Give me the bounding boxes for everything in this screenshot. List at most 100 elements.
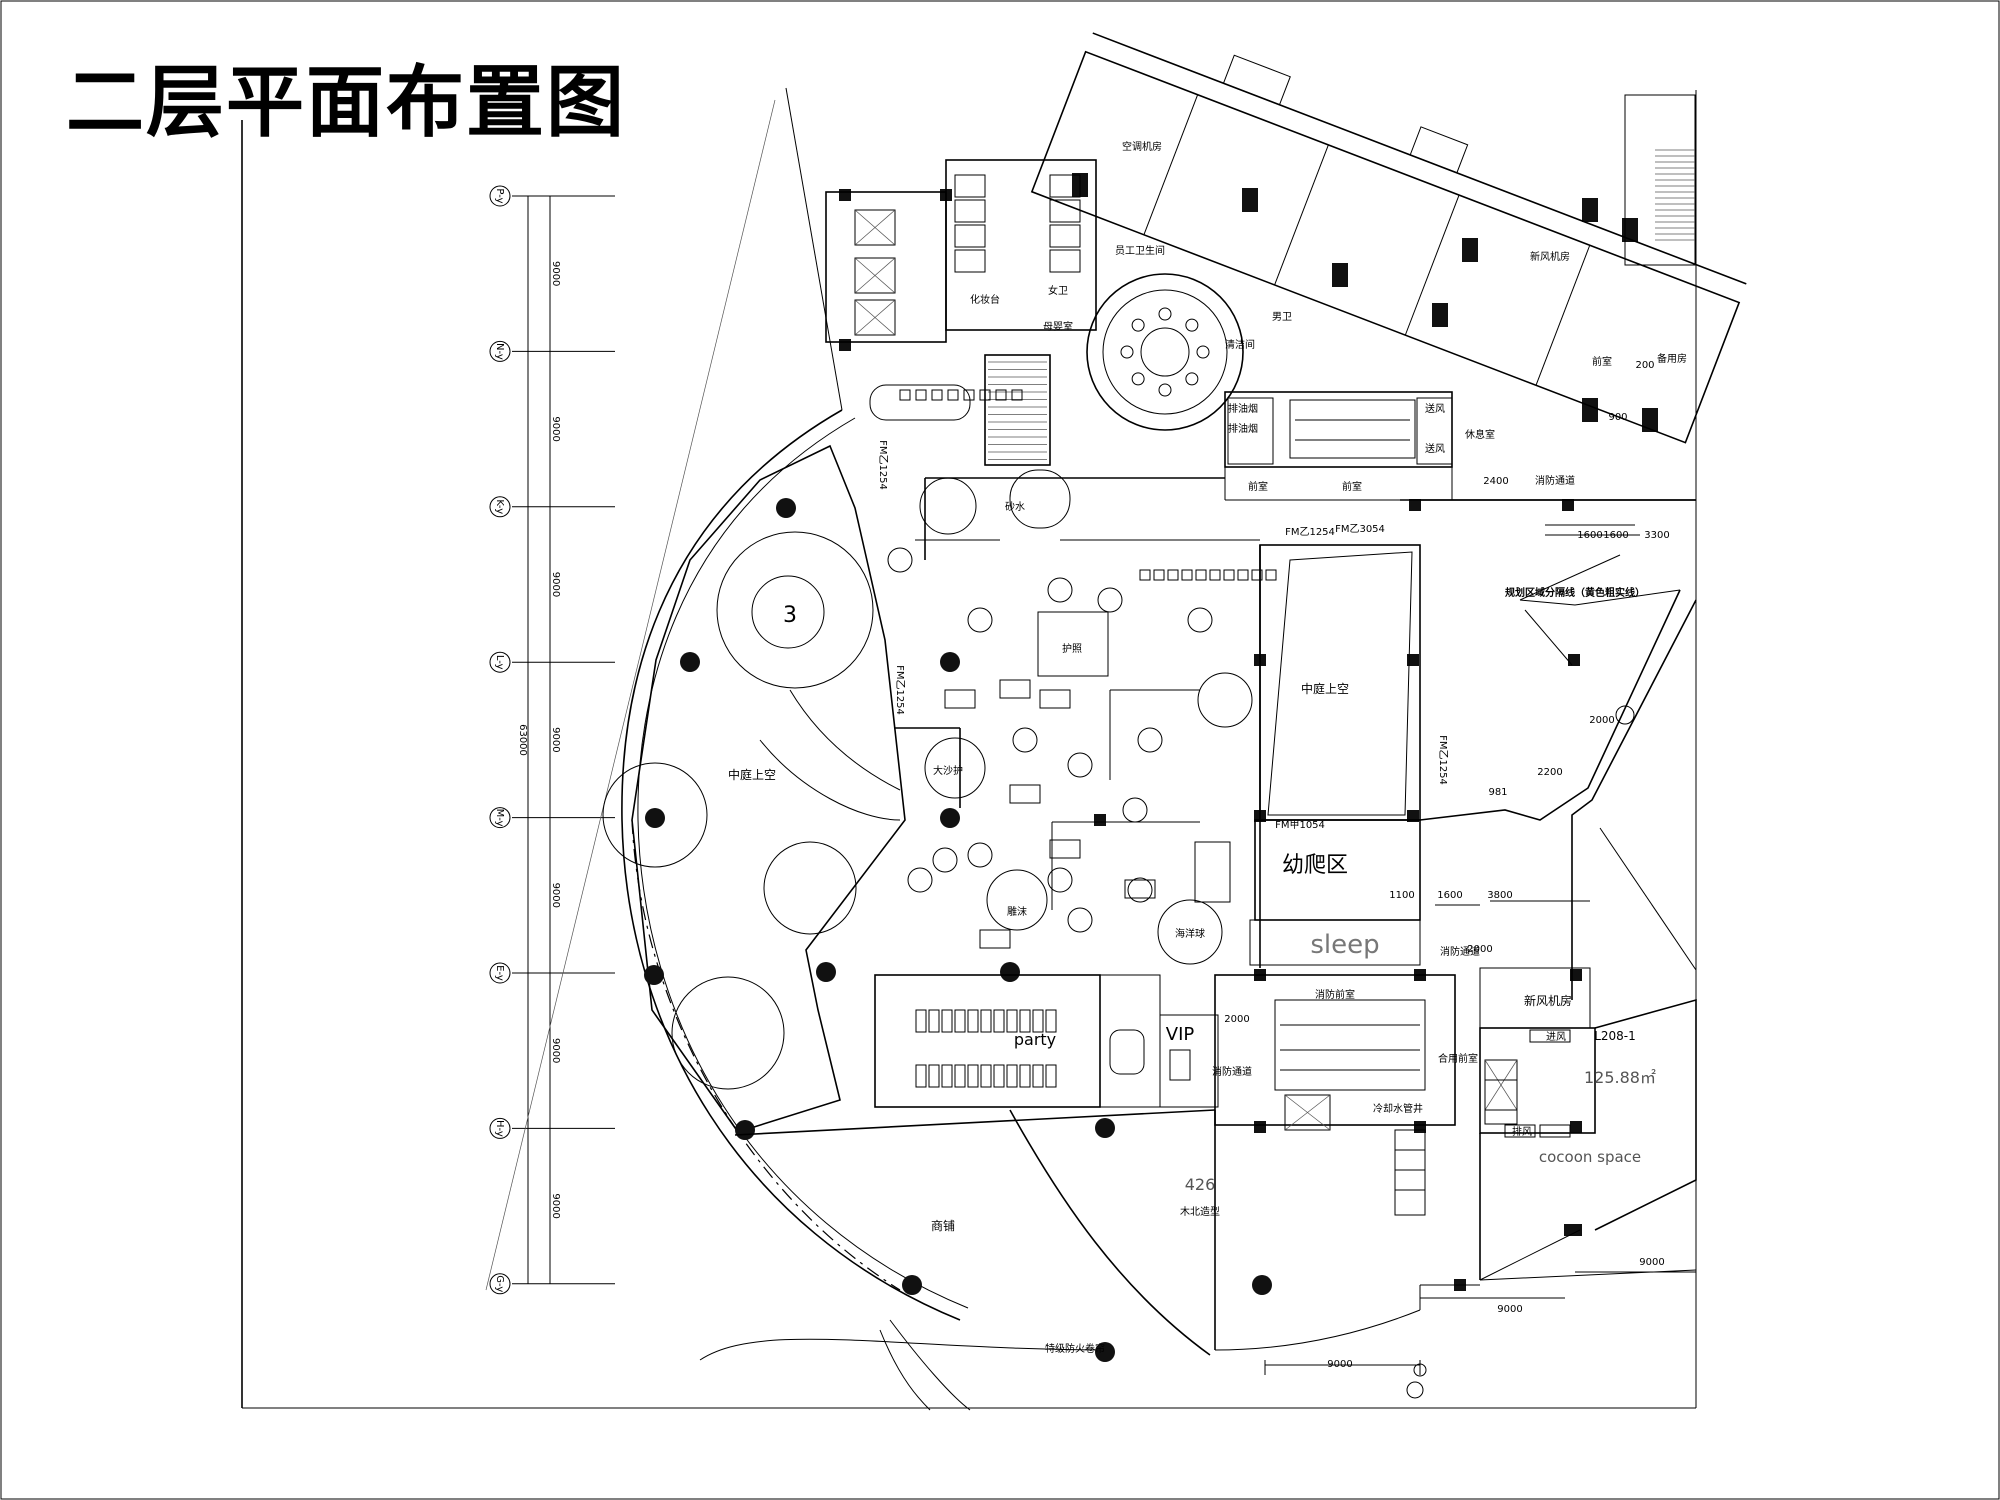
grid-spacing-4: 9000 <box>550 727 561 752</box>
label-fire-front: 消防前室 <box>1315 988 1355 1001</box>
grid-axis-2: N-y <box>489 340 511 362</box>
label-fire-curtain: 特级防火卷帘 <box>1045 1342 1105 1355</box>
round-column <box>1000 962 1020 982</box>
dim-9000-a: 9000 <box>1327 1359 1352 1370</box>
square-column <box>1582 198 1598 222</box>
dim-2200: 2200 <box>1537 767 1562 778</box>
grid-spacing-7: 9000 <box>550 1193 561 1218</box>
right-lower-rooms <box>1479 967 1697 1281</box>
label-fire-passage-lower: 消防通道 <box>1212 1065 1252 1078</box>
round-column <box>816 962 836 982</box>
svg-text:G-y: G-y <box>494 1275 505 1292</box>
grid-axis-6: E-y <box>489 962 511 984</box>
label-shop: 商铺 <box>931 1218 955 1233</box>
svg-text:E-y: E-y <box>494 965 505 981</box>
square-column <box>1622 218 1638 242</box>
round-column <box>776 498 796 518</box>
grid-spacing-3: 9000 <box>550 572 561 597</box>
square-column <box>1432 303 1448 327</box>
square-column <box>1332 263 1348 287</box>
square-column <box>1407 810 1419 822</box>
round-column <box>1095 1118 1115 1138</box>
dim-1600-c: 1600 <box>1437 890 1462 901</box>
dim-3300: 3300 <box>1644 530 1669 541</box>
label-sleep: sleep <box>1310 930 1379 960</box>
label-cooling-shaft: 冷却水管井 <box>1373 1102 1423 1115</box>
square-column <box>1094 814 1106 826</box>
door-tags: FM乙1254FM乙1254FM乙1254FM乙1254FM甲1054FM乙30… <box>877 440 1449 831</box>
svg-text:K-y: K-y <box>494 499 505 514</box>
door-tag: FM乙3054 <box>1335 523 1385 535</box>
square-column <box>839 189 851 201</box>
label-room-code: L208-1 <box>1594 1029 1636 1043</box>
room-labels: 3 中庭上空 中庭上空 幼爬区 sleep VIP party 商铺 426 木… <box>728 140 1687 1355</box>
dim-2000-a: 2000 <box>1589 715 1614 726</box>
page-title: 二层平面布置图 <box>66 57 627 148</box>
label-shared-front: 合用前室 <box>1438 1052 1478 1065</box>
door-tag: FM乙1254 <box>1285 526 1335 538</box>
label-fresh-air-right: 新风机房 <box>1530 250 1570 263</box>
square-column <box>1562 499 1574 511</box>
round-column <box>940 808 960 828</box>
square-column <box>1254 1121 1266 1133</box>
label-bathroom: 雕沫 <box>1007 905 1027 918</box>
square-column <box>839 339 851 351</box>
label-air-out: 排风 <box>1512 1125 1532 1138</box>
label-atrium-left: 中庭上空 <box>728 767 776 782</box>
dim-900: 900 <box>1608 412 1627 423</box>
label-fire-passage: 消防通道 <box>1440 945 1480 958</box>
dim-1600-b: 1600 <box>1603 530 1628 541</box>
round-column <box>644 965 664 985</box>
dim-2400: 2400 <box>1483 476 1508 487</box>
structural-columns <box>644 173 1658 1362</box>
label-mother-baby: 母婴室 <box>1043 320 1073 333</box>
label-atrium-center: 中庭上空 <box>1301 681 1349 696</box>
label-room-area: 125.88㎡ <box>1584 1068 1656 1087</box>
label-front-room-b: 前室 <box>1342 480 1362 493</box>
square-column <box>1570 969 1582 981</box>
dim-200: 200 <box>1635 360 1654 371</box>
label-toddler-area: 幼爬区 <box>1282 853 1348 878</box>
label-boundary-note: 规划区域分隔线（黄色粗实线） <box>1505 586 1645 599</box>
circular-lobby <box>1086 273 1244 431</box>
door-tag: FM甲1054 <box>1275 820 1325 831</box>
label-staff-wc: 员工卫生间 <box>1115 244 1165 257</box>
grid-axis-1: P-y <box>489 185 511 207</box>
atrium-void-left <box>631 444 906 1133</box>
square-column <box>1407 654 1419 666</box>
door-tag: FM乙1254 <box>877 440 889 490</box>
dimension-labels: 1600 1600 3300 2400 2000 2000 2000 1100 … <box>1224 360 1669 1370</box>
play-zone <box>869 384 1277 968</box>
stair-3-spiral <box>716 531 874 689</box>
label-exhaust-2: 送风 <box>1425 442 1445 455</box>
svg-text:N-y: N-y <box>494 343 505 360</box>
round-column <box>645 808 665 828</box>
square-column <box>1642 408 1658 432</box>
label-ac-room: 空调机房 <box>1122 140 1162 153</box>
label-stair-3: 3 <box>783 603 797 628</box>
label-party: party <box>1014 1030 1056 1049</box>
grid-spacing-2: 9000 <box>550 416 561 441</box>
dim-1100: 1100 <box>1389 890 1414 901</box>
grid-spacing-5: 9000 <box>550 883 561 908</box>
label-vip: VIP <box>1166 1024 1195 1045</box>
label-fire-passage-upper: 消防通道 <box>1535 474 1575 487</box>
label-backup: 备用房 <box>1657 352 1687 365</box>
grid-axis-8: G-y <box>489 1273 511 1295</box>
square-column <box>1568 654 1580 666</box>
label-smoke-2: 排油烟 <box>1228 422 1258 435</box>
grid-axis-5: M-y <box>489 807 511 829</box>
round-column <box>902 1275 922 1295</box>
label-wood-shape: 木北造型 <box>1180 1205 1220 1218</box>
label-cleaning: 清洁间 <box>1225 338 1255 351</box>
label-exhaust: 送风 <box>1425 402 1445 415</box>
grid-axis-labels: P-yN-yK-yL-yM-yE-yH-yG-y <box>489 185 511 1295</box>
dim-9000-b: 9000 <box>1497 1304 1522 1315</box>
door-tag: FM乙1254 <box>1437 735 1449 785</box>
label-shaded: 砂水 <box>1005 500 1025 513</box>
party-vip-rooms <box>874 974 1219 1108</box>
label-male: 男卫 <box>1272 311 1292 323</box>
